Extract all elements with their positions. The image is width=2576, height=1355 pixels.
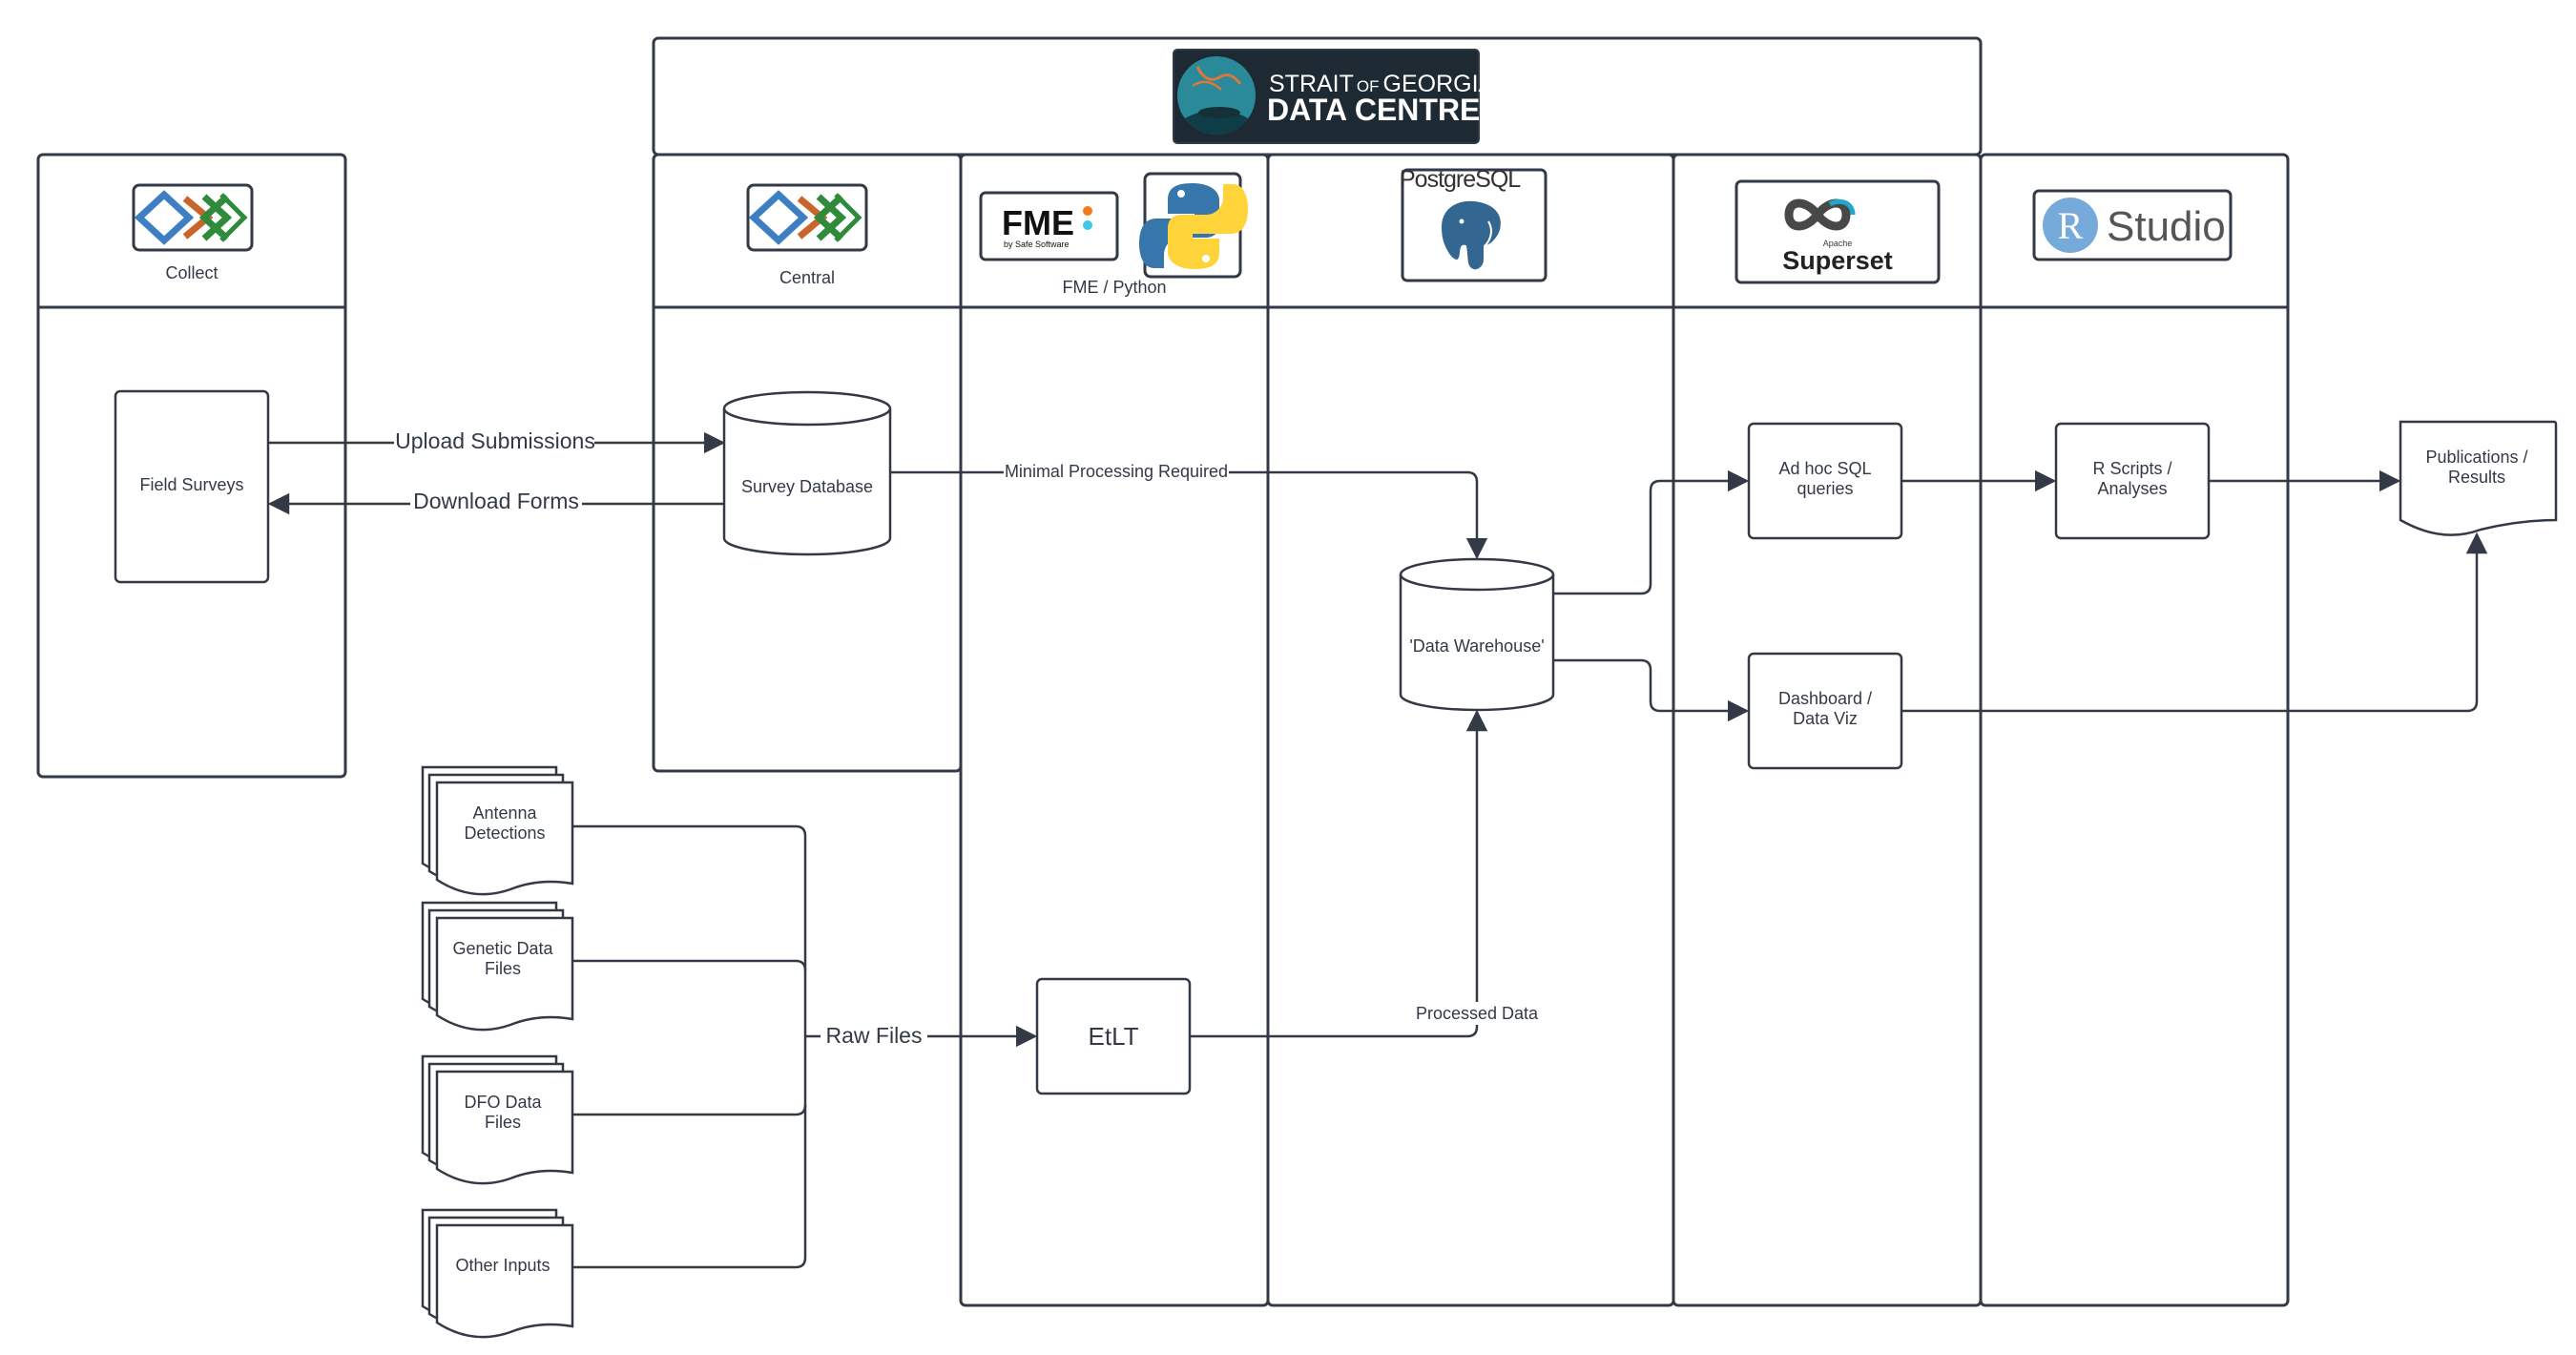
lane-rstudio [1979, 153, 2290, 1307]
edge-minimal-processing: Minimal Processing Required [890, 460, 1488, 560]
antenna-label-2: Detections [464, 823, 545, 843]
postgresql-logo-text: PostgreSQL [1400, 166, 1521, 193]
edge-warehouse-to-sql [1553, 469, 1750, 595]
data-warehouse-node: 'Data Warehouse' [1399, 557, 1555, 712]
edge-upload-label: Upload Submissions [395, 428, 595, 453]
other-inputs-node: Other Inputs [421, 1208, 574, 1339]
other-inputs-label: Other Inputs [455, 1256, 550, 1275]
edge-warehouse-to-dashboard [1553, 658, 1750, 722]
etlt-label: EtLT [1089, 1022, 1139, 1051]
edge-raw-files: Raw Files [572, 824, 1038, 1269]
superset-logo-small: Apache [1823, 239, 1853, 248]
rstudio-logo-r: R [2058, 204, 2084, 247]
fme-logo: FME by Safe Software [979, 191, 1119, 261]
edge-processed-data: Processed Data [1190, 709, 1542, 1038]
dashboard-node: Dashboard / Data Viz [1747, 652, 1903, 770]
python-logo [1139, 172, 1248, 279]
antenna-detections-node: Antenna Detections [421, 765, 574, 896]
publications-label-2: Results [2448, 468, 2505, 487]
survey-database-node: Survey Database [722, 390, 892, 556]
dashboard-label-2: Data Viz [1793, 709, 1858, 728]
data-warehouse-label: 'Data Warehouse' [1409, 636, 1544, 656]
r-scripts-label-2: Analyses [2097, 479, 2167, 498]
genetic-label-1: Genetic Data [452, 939, 553, 958]
edge-download-label: Download Forms [413, 489, 579, 513]
odk-central-logo [746, 183, 868, 252]
r-scripts-node: R Scripts / Analyses [2054, 422, 2211, 540]
odk-central-label: Central [779, 268, 835, 287]
lane-fme-python [959, 153, 1270, 1307]
edge-dashboard-to-publications [1901, 532, 2488, 713]
dfo-label-2: Files [485, 1113, 521, 1132]
survey-database-label: Survey Database [741, 477, 873, 496]
r-scripts-label-1: R Scripts / [2092, 459, 2171, 478]
field-surveys-node: Field Surveys [114, 389, 270, 584]
fme-python-label: FME / Python [1062, 278, 1166, 297]
adhoc-sql-label-1: Ad hoc SQL [1778, 459, 1871, 478]
dfo-label-1: DFO Data [464, 1093, 542, 1112]
genetic-label-2: Files [485, 959, 521, 978]
logo-line2: DATA CENTRE [1267, 93, 1480, 127]
dashboard-label-1: Dashboard / [1778, 689, 1872, 708]
publications-label-1: Publications / [2425, 448, 2527, 467]
edge-upload-submissions: Upload Submissions [268, 427, 726, 456]
field-surveys-label: Field Surveys [139, 475, 243, 494]
fme-logo-sub: by Safe Software [1004, 240, 1070, 249]
superset-logo-text: Superset [1782, 246, 1893, 275]
rstudio-logo-text: Studio [2107, 203, 2226, 250]
odk-collect-label: Collect [165, 263, 218, 282]
dfo-data-files-node: DFO Data Files [421, 1054, 574, 1185]
superset-logo: Apache Superset [1735, 179, 1941, 284]
edge-download-forms: Download Forms [267, 489, 724, 517]
postgresql-logo: PostgreSQL [1400, 166, 1548, 282]
adhoc-sql-label-2: queries [1797, 479, 1853, 498]
adhoc-sql-node: Ad hoc SQL queries [1747, 422, 1903, 540]
rstudio-logo: R Studio [2032, 189, 2233, 261]
edge-minimal-label: Minimal Processing Required [1005, 462, 1228, 481]
edge-raw-files-label: Raw Files [826, 1023, 923, 1048]
fme-logo-text: FME [1002, 203, 1074, 242]
odk-collect-logo [132, 183, 254, 252]
publications-node: Publications / Results [2399, 420, 2558, 536]
lane-odk-collect [36, 153, 347, 779]
edge-processed-label: Processed Data [1416, 1004, 1539, 1023]
lane-postgresql [1266, 153, 1675, 1307]
genetic-data-files-node: Genetic Data Files [421, 901, 574, 1032]
antenna-label-1: Antenna [472, 803, 537, 823]
etlt-node: EtLT [1035, 977, 1192, 1095]
